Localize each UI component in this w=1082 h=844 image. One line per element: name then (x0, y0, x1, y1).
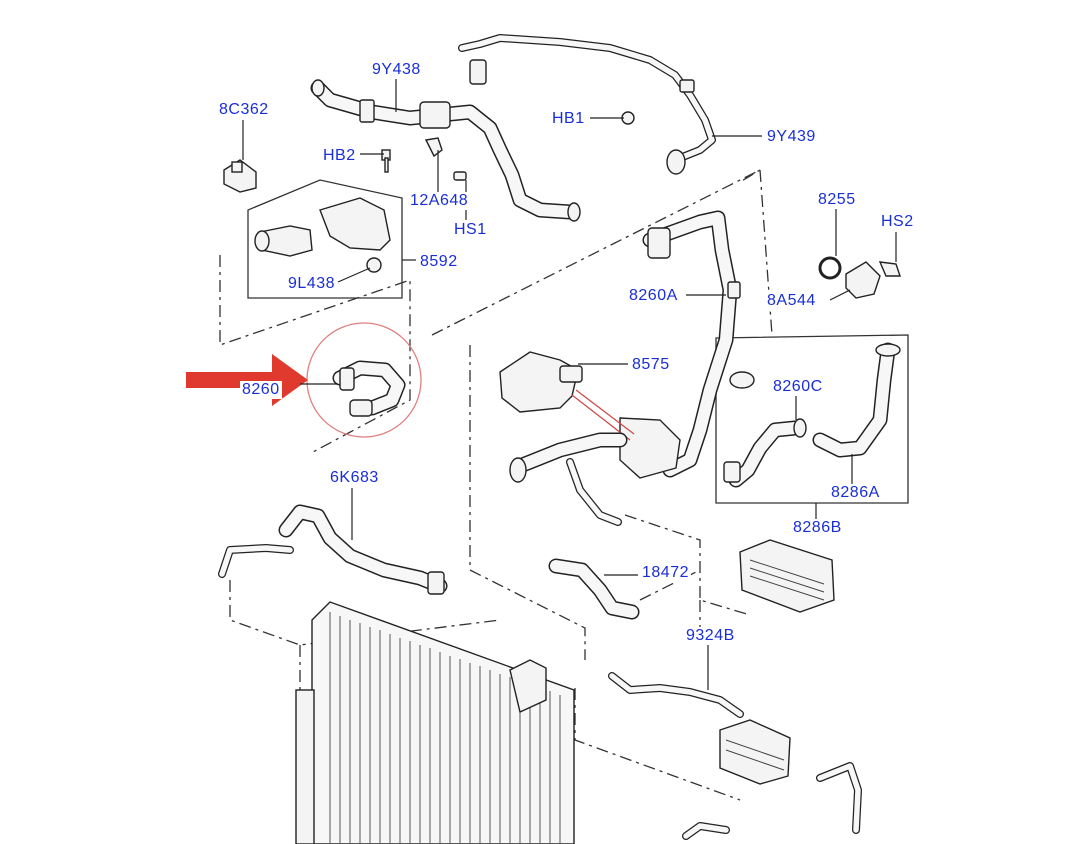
label-8260[interactable]: 8260 (240, 381, 282, 399)
label-9Y438[interactable]: 9Y438 (370, 61, 423, 79)
label-8286A[interactable]: 8286A (829, 484, 882, 502)
leader-lines (242, 78, 897, 690)
part-8592-housing (254, 197, 391, 273)
label-6K683[interactable]: 6K683 (328, 469, 381, 487)
label-8260A[interactable]: 8260A (627, 287, 680, 305)
pipe-lower-right (682, 762, 862, 840)
label-8260C[interactable]: 8260C (771, 378, 825, 396)
hose-6K683 (218, 504, 448, 595)
group-outline-center (431, 169, 761, 336)
part-8575-pump (499, 351, 681, 479)
hose-8286A (812, 342, 901, 458)
part-8A544 (845, 261, 901, 299)
pipe-9324B (608, 672, 744, 718)
group-outline-radiator (229, 580, 501, 690)
part-8C362 (223, 159, 257, 193)
radiator (295, 601, 575, 844)
part-lower-cooler (719, 719, 791, 785)
hose-8260A (642, 210, 755, 478)
label-12A648[interactable]: 12A648 (408, 192, 471, 210)
part-8286B-cooler (739, 539, 835, 613)
hose-9Y438 (310, 79, 581, 222)
label-8592[interactable]: 8592 (418, 253, 460, 271)
label-18472[interactable]: 18472 (640, 564, 691, 582)
hose-18472 (548, 558, 640, 620)
label-9324B[interactable]: 9324B (684, 627, 737, 645)
bolt-HB2 (381, 149, 391, 173)
label-HB1[interactable]: HB1 (550, 110, 587, 128)
part-HS1 (453, 171, 467, 181)
group-outline-right (469, 169, 773, 660)
label-HB2[interactable]: HB2 (321, 147, 358, 165)
part-8260 (332, 360, 406, 417)
label-8A544[interactable]: 8A544 (765, 292, 818, 310)
label-HS2[interactable]: HS2 (879, 213, 916, 231)
box-8286A (715, 334, 909, 504)
part-12A648 (424, 137, 443, 158)
label-HS1[interactable]: HS1 (452, 221, 489, 239)
label-8255[interactable]: 8255 (816, 191, 858, 209)
box-8592 (247, 179, 403, 299)
hose-8260C (723, 418, 807, 488)
hose-9Y439 (458, 34, 716, 175)
group-outline-left (219, 255, 411, 453)
label-8C362[interactable]: 8C362 (217, 101, 271, 119)
label-9L438[interactable]: 9L438 (286, 275, 337, 293)
oring-8255 (818, 256, 842, 280)
label-8575[interactable]: 8575 (630, 356, 672, 374)
label-8286B[interactable]: 8286B (791, 519, 844, 537)
label-9Y439[interactable]: 9Y439 (765, 128, 818, 146)
hose-lower-pump (509, 432, 628, 526)
highlight-circle (306, 322, 422, 438)
